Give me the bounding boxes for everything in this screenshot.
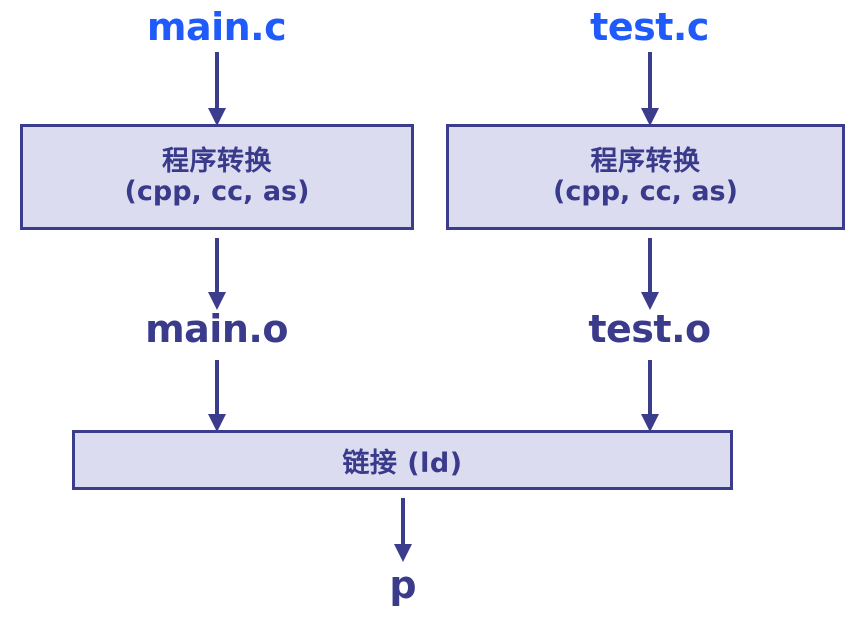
process-box-right-line1: 程序转换 <box>590 145 701 177</box>
arrow-main-o-to-link <box>208 360 226 432</box>
arrow-process-to-test-o <box>641 238 659 310</box>
arrow-test-o-to-link <box>641 360 659 432</box>
process-box-left-line2: (cpp, cc, as) <box>124 176 310 207</box>
link-box-label: 链接 (ld) <box>342 447 463 479</box>
process-box-left[interactable]: 程序转换 (cpp, cc, as) <box>20 124 414 230</box>
output-binary-label-p: p <box>389 563 417 607</box>
link-box[interactable]: 链接 (ld) <box>72 430 733 490</box>
source-file-label-test-c: test.c <box>590 5 709 49</box>
arrow-test-c-to-process <box>641 52 659 126</box>
process-box-left-line1: 程序转换 <box>162 145 272 177</box>
object-file-label-test-o: test.o <box>588 307 711 351</box>
process-box-right[interactable]: 程序转换 (cpp, cc, as) <box>446 124 845 230</box>
arrow-main-c-to-process <box>208 52 226 126</box>
arrow-process-to-main-o <box>208 238 226 310</box>
object-file-label-main-o: main.o <box>145 307 288 351</box>
arrow-link-to-output <box>394 498 412 562</box>
process-box-right-line2: (cpp, cc, as) <box>553 176 738 207</box>
source-file-label-main-c: main.c <box>146 5 287 49</box>
